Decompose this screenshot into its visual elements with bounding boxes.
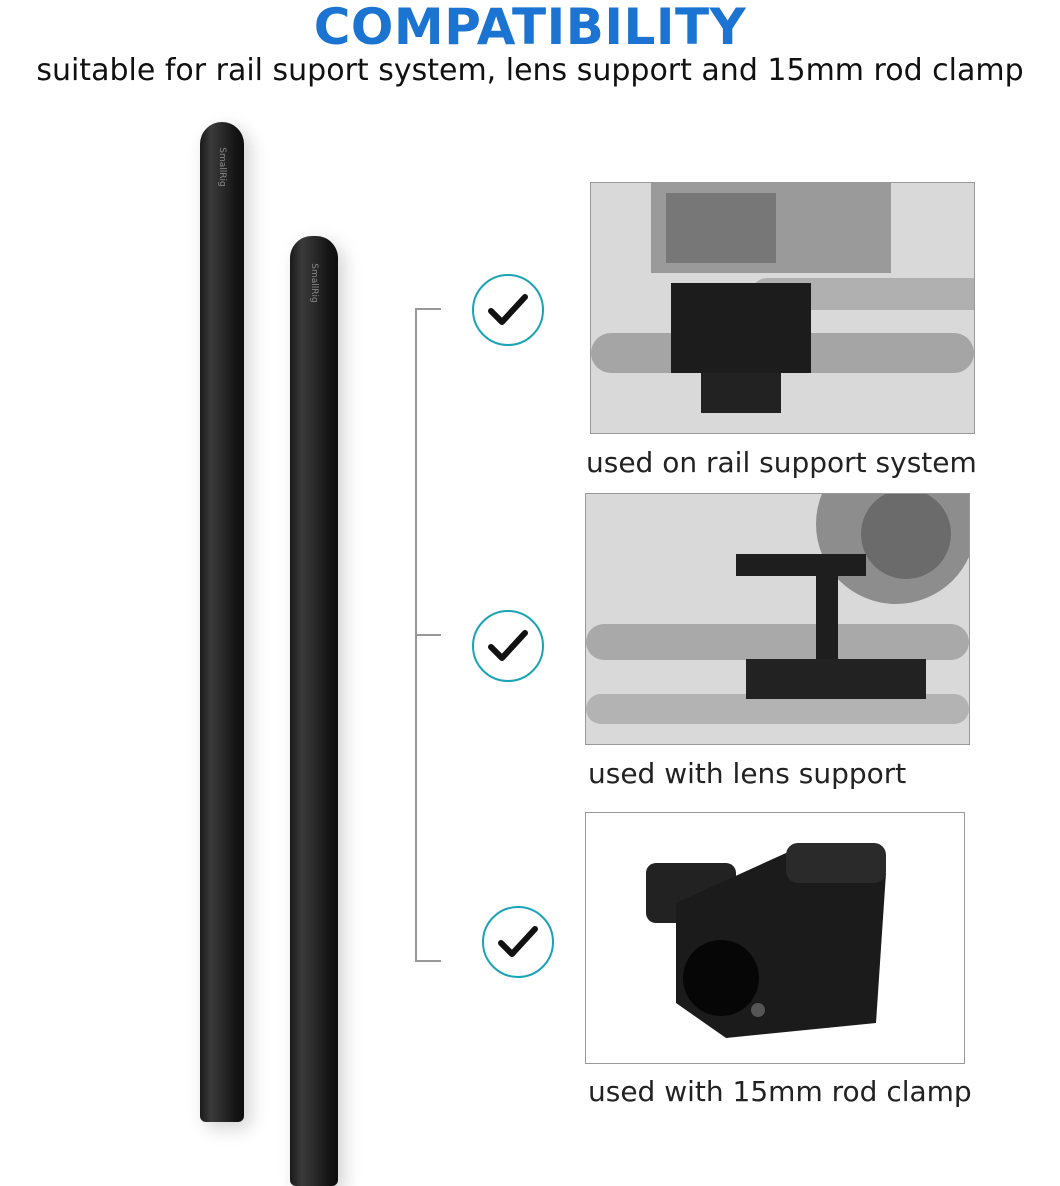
page-title: COMPATIBILITY <box>313 0 747 56</box>
rod-left: SmallRig <box>200 122 244 1122</box>
bracket-tick <box>415 308 441 310</box>
rod-right: SmallRig <box>290 236 338 1186</box>
check-icon <box>482 906 554 978</box>
caption-lens-support: used with lens support <box>588 757 907 790</box>
rod-logo: SmallRig <box>217 147 227 187</box>
rod-logo: SmallRig <box>309 263 319 303</box>
bracket-tick <box>415 634 441 636</box>
check-icon <box>472 610 544 682</box>
rail-support-photo <box>590 182 975 434</box>
page-subtitle: suitable for rail suport system, lens su… <box>36 53 1024 88</box>
rod-clamp-photo <box>585 812 965 1064</box>
caption-rail-support: used on rail support system <box>586 446 977 479</box>
bracket-tick <box>415 960 441 962</box>
caption-rod-clamp: used with 15mm rod clamp <box>588 1075 972 1108</box>
check-icon <box>472 274 544 346</box>
lens-support-photo <box>585 493 970 745</box>
